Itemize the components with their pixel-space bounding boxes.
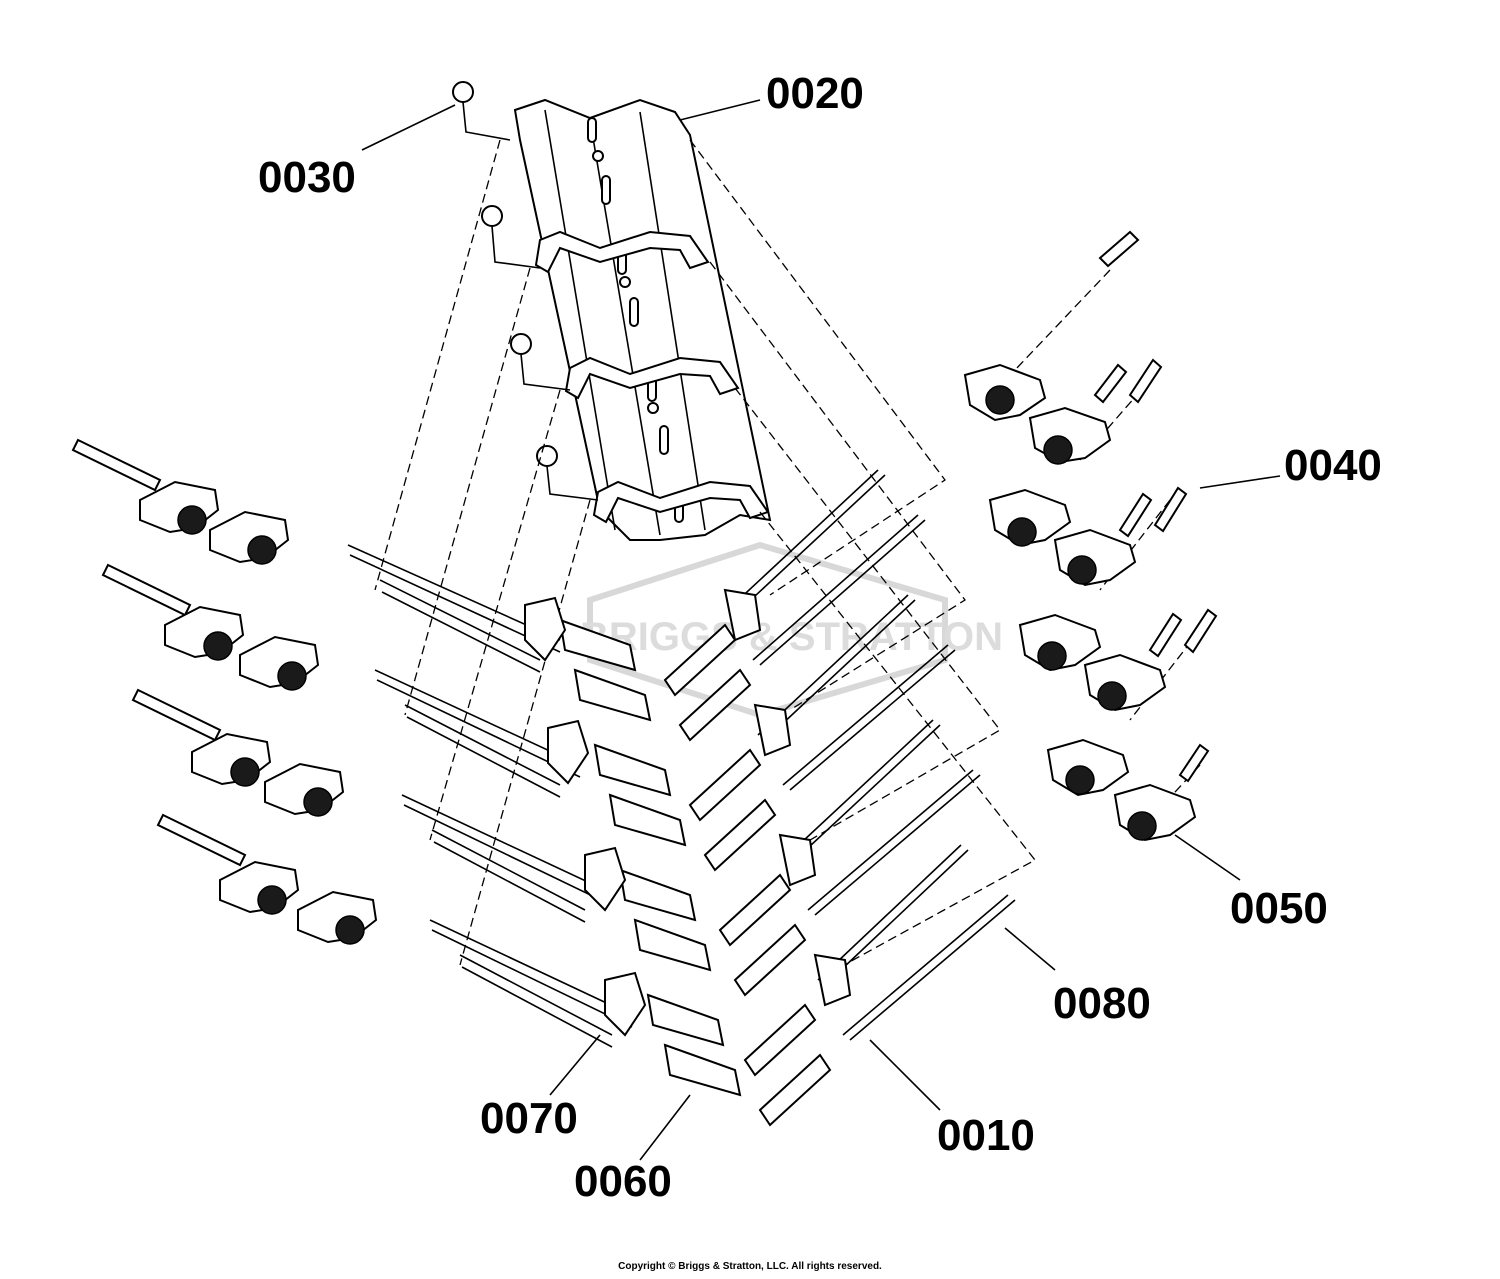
callout-0070[interactable]: 0070 xyxy=(480,1094,578,1143)
callout-0040[interactable]: 0040 xyxy=(1284,441,1382,490)
right-rocker-8 xyxy=(1113,783,1197,842)
left-set-3 xyxy=(401,794,712,972)
copyright-notice: Copyright © Briggs & Stratton, LLC. All … xyxy=(618,1261,882,1272)
flange-bolt-3 xyxy=(510,333,571,391)
leader-lines xyxy=(361,99,1281,1161)
left-pushrods-lifters xyxy=(347,544,742,1097)
right-rocker-2 xyxy=(1028,406,1112,465)
leader-0010 xyxy=(869,1039,941,1111)
right-bolt-3 xyxy=(1118,486,1188,538)
callout-0050[interactable]: 0050 xyxy=(1230,884,1328,933)
right-bolt-4 xyxy=(1148,608,1218,658)
leader-0030 xyxy=(361,104,456,151)
callout-0080[interactable]: 0080 xyxy=(1053,979,1151,1028)
left-rocker-group xyxy=(71,438,378,945)
right-pushrods-lifters xyxy=(663,469,1016,1127)
right-bolt-2 xyxy=(1093,358,1163,404)
leader-0050 xyxy=(1174,834,1241,881)
assembly-lines xyxy=(374,139,1201,971)
left-set-4 xyxy=(429,919,742,1097)
left-row-3 xyxy=(131,688,345,817)
callout-0060[interactable]: 0060 xyxy=(574,1157,672,1206)
right-rocker-group xyxy=(963,230,1218,842)
right-rocker-3 xyxy=(988,488,1072,547)
brand-watermark: BRIGGS & STRATTON xyxy=(580,541,1003,719)
right-set-3 xyxy=(718,719,981,997)
leader-0080 xyxy=(1004,927,1056,971)
leader-0020 xyxy=(679,99,761,121)
right-bolt-5 xyxy=(1178,743,1210,783)
left-set-1 xyxy=(347,544,652,722)
right-rocker-1 xyxy=(963,363,1047,422)
guide-plate-assembly xyxy=(513,98,772,541)
right-rocker-4 xyxy=(1053,528,1137,587)
callout-labels: 0020 0030 0040 0050 0080 0010 0070 0060 xyxy=(258,69,1382,1206)
callout-0010[interactable]: 0010 xyxy=(937,1111,1035,1160)
right-set-1 xyxy=(663,469,926,742)
right-set-2 xyxy=(688,594,956,872)
right-bolt-1 xyxy=(1098,230,1140,268)
flange-bolt-2 xyxy=(481,205,541,269)
left-row-2 xyxy=(101,563,320,691)
right-set-4 xyxy=(743,844,1016,1127)
callout-0020[interactable]: 0020 xyxy=(766,69,864,118)
right-rocker-5 xyxy=(1018,613,1102,672)
leader-0070 xyxy=(549,1034,601,1096)
callout-0030[interactable]: 0030 xyxy=(258,153,356,202)
left-row-1 xyxy=(71,438,290,565)
left-row-4 xyxy=(156,813,378,945)
right-rocker-6 xyxy=(1083,653,1167,712)
leader-0060 xyxy=(639,1094,691,1161)
flange-bolt-1 xyxy=(452,81,511,141)
right-rocker-7 xyxy=(1046,738,1130,797)
left-set-2 xyxy=(374,669,687,847)
leader-0040 xyxy=(1199,475,1281,489)
